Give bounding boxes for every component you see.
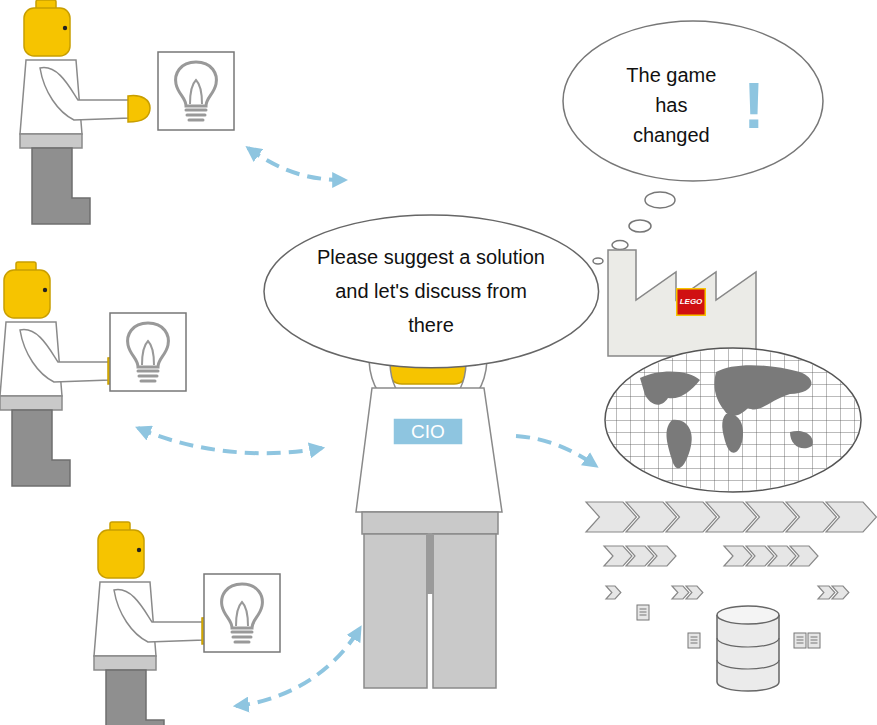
cio-badge-shape [394,419,463,445]
globe-part [605,348,861,492]
thought-trail-part [629,220,651,232]
cio-minifigure-part [433,534,496,688]
process-chevron [786,502,837,532]
cio-label: CIO [411,421,445,443]
globe-part [714,365,811,416]
process-chevron [746,546,774,566]
process-chevron [826,502,877,532]
process-chevron [626,502,677,532]
thought-trail-part [612,241,628,250]
dashed-arrows-part [138,428,322,453]
speech-bubble: Please suggest a solution and let's disc… [263,214,600,369]
thought-trail-part [645,192,675,208]
lego-logo-text: LEGO [680,297,703,307]
dashed-arrows-part [236,628,360,706]
cio-minifigure-part [364,534,427,688]
globe-part [667,420,692,469]
process-chevron [790,546,818,566]
cio-badge: CIO [393,418,463,445]
process-chevron [686,586,703,599]
cio-minifigure-part [426,534,434,594]
factory [608,250,756,356]
speech-bubble-shape [264,215,599,368]
illustration-part [688,633,700,648]
cio-minifigure-part [356,388,502,512]
minifigure-bottom [94,522,280,725]
minifigure-top-part [158,52,234,130]
process-chevron [768,546,796,566]
process-chevron [832,586,849,599]
thought-text: The game has changed [621,60,721,150]
database-cylinder-part [717,638,779,669]
database-cylinder [717,606,779,691]
database-cylinder-part [717,606,779,624]
lego-logo-shape [677,289,706,316]
factory-part [608,250,756,356]
globe-part [790,431,813,448]
minifigure-middle-part [110,313,186,391]
globe [605,348,861,492]
thought-trail-part [593,258,603,264]
minifigure-top [20,0,234,224]
cio-minifigure-part [362,512,498,534]
globe-part [722,414,743,453]
process-chevron [706,502,757,532]
process-chevron [724,546,752,566]
process-chevron [666,502,717,532]
illustration-part [637,605,649,620]
process-chevron [626,546,654,566]
globe-part [606,349,860,491]
exclamation-mark: ! [743,74,764,138]
process-chevron [586,502,637,532]
process-chevron [746,502,797,532]
illustration-part [794,633,806,648]
process-chevron [648,546,676,566]
thought-bubble: The game has changed! [562,20,824,182]
globe-part [640,371,700,404]
minifigure-bottom-part [204,574,280,652]
database-cylinder-part [717,615,779,691]
lego-logo: LEGO [676,288,706,316]
process-chevron [672,586,689,599]
minifigure-middle [0,262,186,486]
thought-bubble-outline [562,20,824,182]
process-chevrons [586,502,877,599]
process-chevron [604,546,632,566]
dashed-arrows-part [516,436,596,466]
process-chevron [818,586,835,599]
process-chevron [606,586,621,599]
thought-bubble-shape [563,21,823,181]
illustration-part [808,633,820,648]
speech-text: Please suggest a solution and let's disc… [316,240,546,342]
minifigure-top-part [20,0,150,224]
dashed-arrows-part [248,148,345,180]
